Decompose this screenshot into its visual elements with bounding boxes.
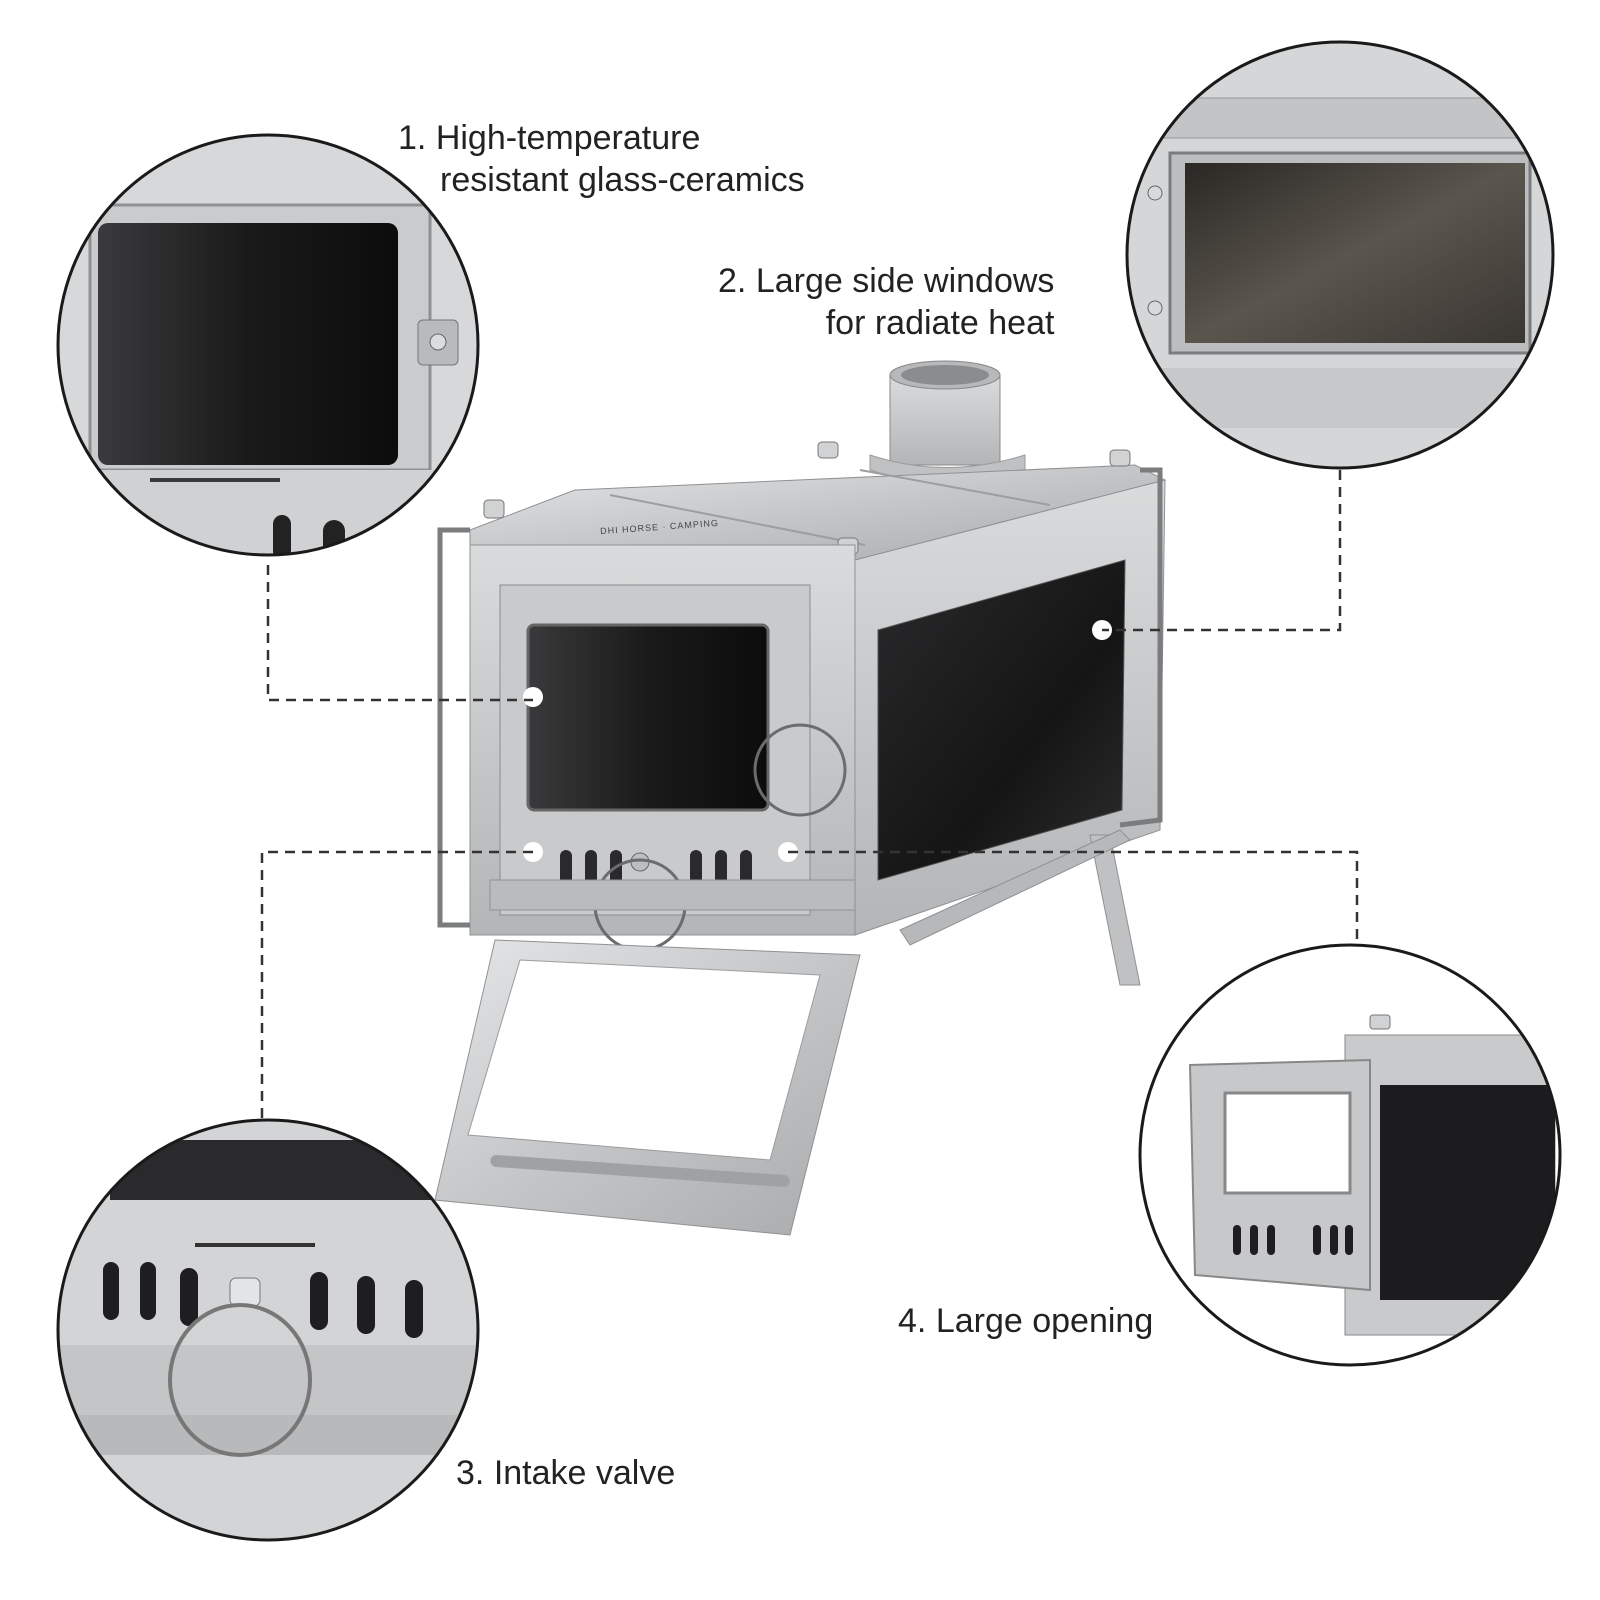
callout-2-number: 2.: [718, 262, 747, 300]
leader-lines: [260, 470, 1359, 1118]
main-stove: [434, 360, 1167, 1236]
callout-4-line1: Large opening: [935, 1302, 1154, 1340]
zoom-circle-large-opening: [1138, 943, 1562, 1367]
callout-1-number: 1.: [398, 119, 427, 157]
callout-3: 3. Intake valve: [456, 1452, 675, 1494]
callout-2-line2: for radiate heat: [825, 304, 1055, 342]
zoom-circle-intake-valve: [56, 1118, 480, 1542]
callout-1: 1. High-temperature resistant glass-cera…: [398, 117, 805, 201]
callout-1-line1: High-temperature: [435, 119, 701, 157]
callout-4: 4. Large opening: [898, 1300, 1153, 1342]
callout-4-number: 4.: [898, 1302, 927, 1340]
callout-3-line1: Intake valve: [493, 1454, 676, 1492]
zoom-circle-side-windows: [1125, 40, 1555, 470]
callout-2-line1: Large side windows: [755, 262, 1055, 300]
callout-2: 2. Large side windows for radiate heat: [718, 260, 1054, 344]
callout-1-line2: resistant glass-ceramics: [440, 161, 805, 199]
callout-3-number: 3.: [456, 1454, 485, 1492]
